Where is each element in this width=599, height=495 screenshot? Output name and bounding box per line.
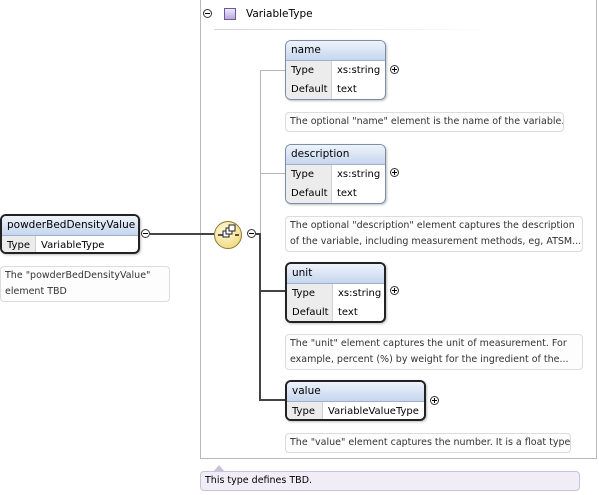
element-unit-type-row: Type xs:string bbox=[287, 284, 384, 303]
element-description-default-row: Default text bbox=[286, 184, 385, 203]
type-key: Type bbox=[287, 402, 323, 419]
note-line: The optional "name" element is the name … bbox=[290, 116, 564, 127]
header-divider bbox=[214, 29, 497, 30]
complex-type-name: VariableType bbox=[246, 8, 313, 20]
root-annotation: The "powderBedDensityValue" element TBD bbox=[0, 266, 170, 302]
expand-description-toggle-icon[interactable] bbox=[390, 168, 399, 177]
element-value-annotation: The "value" element captures the number.… bbox=[285, 433, 571, 453]
element-description-type-row: Type xs:string bbox=[286, 165, 385, 184]
collapse-root-toggle-icon[interactable] bbox=[141, 229, 150, 238]
root-type-row: Type VariableType bbox=[2, 236, 138, 252]
default-key: Default bbox=[287, 303, 333, 321]
element-name-type-row: Type xs:string bbox=[286, 61, 385, 80]
branch-value bbox=[260, 399, 285, 401]
type-value: xs:string bbox=[337, 65, 381, 76]
default-value: text bbox=[338, 307, 358, 318]
note-line: The "unit" element captures the unit of … bbox=[290, 338, 567, 349]
root-element-name: powderBedDensityValue bbox=[2, 216, 138, 236]
type-value: xs:string bbox=[337, 169, 381, 180]
element-unit-annotation: The "unit" element captures the unit of … bbox=[285, 334, 583, 370]
root-element-box[interactable]: powderBedDensityValue Type VariableType bbox=[0, 214, 140, 254]
element-description-label: description bbox=[286, 145, 385, 165]
element-unit-label: unit bbox=[287, 264, 384, 284]
element-name-annotation: The optional "name" element is the name … bbox=[285, 112, 564, 132]
default-key: Default bbox=[286, 80, 332, 99]
type-value: xs:string bbox=[338, 288, 382, 299]
note-line: example, percent (%) by weight for the i… bbox=[290, 354, 569, 365]
collapse-type-toggle-icon[interactable] bbox=[203, 9, 212, 18]
sequence-glyph bbox=[218, 224, 239, 238]
type-key: Type bbox=[286, 165, 332, 184]
note-line: of the variable, including measurement m… bbox=[290, 236, 582, 247]
branch-unit bbox=[260, 290, 285, 292]
element-name-box[interactable]: name Type xs:string Default text bbox=[285, 40, 386, 100]
element-value-type-row: Type VariableValueType bbox=[287, 402, 424, 419]
element-value-box[interactable]: value Type VariableValueType bbox=[285, 380, 426, 421]
root-type-key: Type bbox=[2, 236, 36, 252]
root-type-value: VariableType bbox=[41, 240, 105, 251]
root-connector bbox=[150, 233, 214, 235]
default-value: text bbox=[337, 84, 357, 95]
type-value: VariableValueType bbox=[328, 406, 419, 417]
default-key: Default bbox=[286, 184, 332, 203]
sequence-compositor-icon[interactable] bbox=[214, 221, 242, 249]
element-unit-default-row: Default text bbox=[287, 303, 384, 321]
default-value: text bbox=[337, 188, 357, 199]
complex-type-header: VariableType bbox=[218, 5, 313, 23]
branch-name bbox=[260, 70, 285, 71]
element-value-label: value bbox=[287, 382, 424, 402]
element-unit-box[interactable]: unit Type xs:string Default text bbox=[285, 262, 386, 323]
expand-unit-toggle-icon[interactable] bbox=[390, 286, 399, 295]
note-line: The optional "description" element captu… bbox=[290, 220, 575, 231]
sequence-spine-required bbox=[259, 234, 261, 401]
sequence-spine-optional bbox=[260, 70, 261, 235]
collapse-sequence-toggle-icon[interactable] bbox=[247, 229, 256, 238]
expand-name-toggle-icon[interactable] bbox=[390, 65, 399, 74]
note-line: The "value" element captures the number.… bbox=[290, 437, 571, 448]
element-description-annotation: The optional "description" element captu… bbox=[285, 216, 583, 252]
type-key: Type bbox=[287, 284, 333, 303]
element-description-box[interactable]: description Type xs:string Default text bbox=[285, 144, 386, 204]
type-key: Type bbox=[286, 61, 332, 80]
complex-type-icon bbox=[224, 8, 236, 20]
element-name-label: name bbox=[286, 41, 385, 61]
complex-type-annotation: This type defines TBD. bbox=[200, 465, 580, 491]
expand-value-toggle-icon[interactable] bbox=[430, 396, 439, 405]
spine-stub bbox=[256, 233, 261, 235]
element-name-default-row: Default text bbox=[286, 80, 385, 99]
branch-description bbox=[260, 173, 285, 174]
